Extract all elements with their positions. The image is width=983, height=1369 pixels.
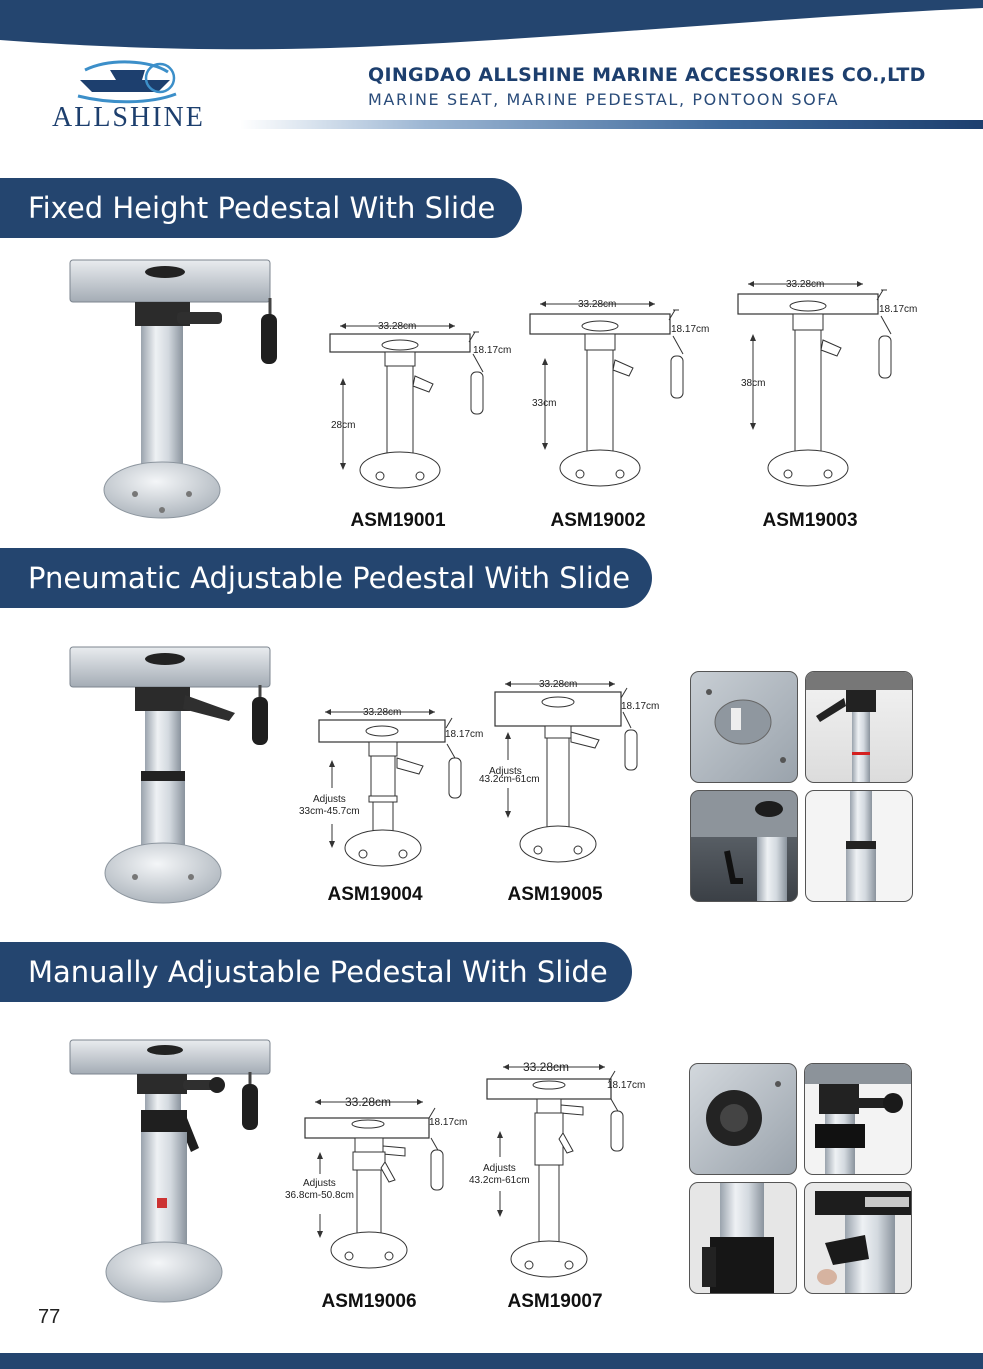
header-divider [240,120,983,129]
detail-photo [804,1063,912,1175]
brand-name: ALLSHINE [52,102,205,133]
brand-logo [77,60,177,104]
detail-photo [689,1063,797,1175]
dim-width: 33.28cm [378,321,416,332]
model-label: ASM19006 [321,1291,417,1312]
dim-width: 33.28cm [578,299,616,310]
dim-height: 33cm-45.7cm [299,806,360,817]
dim-height: 33cm [532,398,556,409]
dim-height-label: Adjusts [489,766,522,777]
model-label: ASM19007 [507,1291,603,1312]
company-name: QINGDAO ALLSHINE MARINE ACCESSORIES CO.,… [368,64,926,86]
header-wave [0,0,983,50]
dim-slide: 18.17cm [429,1117,467,1128]
detail-photo [690,790,798,902]
diagram-asm19004: 33.28cm 18.17cm Adjusts 33cm-45.7cm [299,707,483,867]
dim-height-label: Adjusts [303,1178,336,1189]
dim-height-label: Adjusts [483,1163,516,1174]
company-tagline: MARINE SEAT, MARINE PEDESTAL, PONTOON SO… [368,90,840,109]
dim-slide: 18.17cm [671,324,709,335]
dim-slide: 18.17cm [621,701,659,712]
model-label: ASM19005 [507,884,603,905]
section-title-manual: Manually Adjustable Pedestal With Slide [0,942,632,1002]
model-label: ASM19004 [327,884,423,905]
detail-photo [690,671,798,783]
footer-bar [0,1353,983,1369]
dim-height: 28cm [331,420,355,431]
product-photo-pneumatic [69,646,271,904]
dim-height: 43.2cm-61cm [479,774,540,785]
dim-slide: 18.17cm [607,1080,645,1091]
diagram-asm19001-labels: 33.28cm 18.17cm 28cm [331,321,511,431]
product-photo-fixed [69,259,277,519]
dim-width: 33.28cm [786,279,824,290]
dim-width: 33.28cm [523,1060,569,1074]
dim-height: 36.8cm-50.8cm [285,1190,354,1201]
section-title-fixed: Fixed Height Pedestal With Slide [0,178,522,238]
diagram-asm19005: 33.28cm 18.17cm Adjusts 43.2cm-61cm [479,679,659,863]
detail-photo [689,1182,797,1294]
page-number: 77 [38,1306,61,1328]
product-photo-manual [69,1039,271,1303]
dim-slide: 18.17cm [879,304,917,315]
diagram-asm19003: 33.28cm 18.17cm 38cm [737,279,917,487]
dim-slide: 18.17cm [473,345,511,356]
model-label: ASM19001 [350,510,446,531]
dim-width: 33.28cm [345,1095,391,1109]
diagram-asm19006: 33.28cm 18.17cm Adjusts 36.8cm-50.8cm [285,1095,467,1269]
dim-width: 33.28cm [539,679,577,690]
dim-slide: 18.17cm [445,729,483,740]
dim-height: 38cm [741,378,765,389]
dim-height: 43.2cm-61cm [469,1175,530,1186]
diagram-asm19001 [329,323,484,489]
dim-width: 33.28cm [363,707,401,718]
detail-photo [805,790,913,902]
detail-photo [804,1182,912,1294]
section-title-pneumatic: Pneumatic Adjustable Pedestal With Slide [0,548,652,608]
diagram-asm19007: 33.28cm 18.17cm Adjusts 43.2cm-61cm [469,1060,645,1278]
detail-photo [805,671,913,783]
dim-height-label: Adjusts [313,794,346,805]
diagram-asm19002: 33.28cm 18.17cm 33cm [529,299,709,487]
model-label: ASM19003 [762,510,858,531]
model-label: ASM19002 [550,510,646,531]
